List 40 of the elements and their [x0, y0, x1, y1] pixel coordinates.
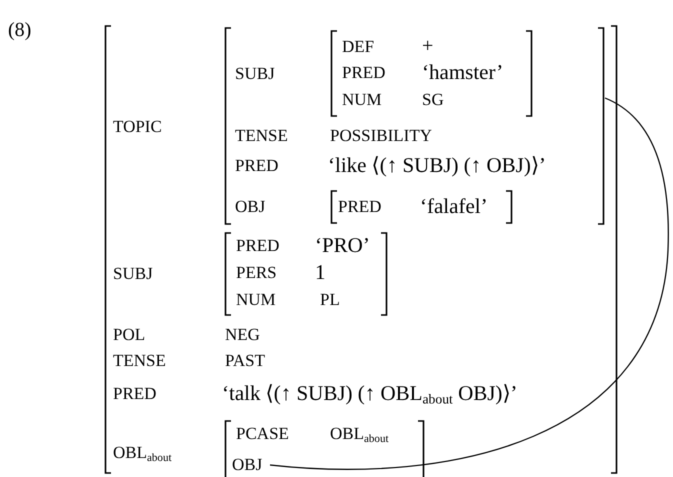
feature-value: ‘talk ⟨(↑ SUBJ) (↑ OBL$_{about}$ OBJ)⟩’ [222, 382, 518, 406]
attribute-value-matrix [330, 190, 513, 224]
feature-label: NUM [342, 90, 382, 108]
feature-label: PCASE [236, 424, 289, 442]
feature-value: 1 [315, 262, 326, 282]
feature-value: NEG [225, 326, 260, 342]
feature-label: OBL$_{about}$ [113, 444, 172, 464]
feature-value: SG [422, 90, 444, 108]
feature-label: POSSIBILITY [330, 126, 432, 144]
feature-label: TENSE [113, 352, 166, 368]
feature-label: PRED [113, 384, 156, 402]
feature-value: PAST [225, 352, 266, 368]
feature-label: ‘like ⟨(↑ SUBJ) (↑ OBJ)⟩’ [328, 154, 546, 176]
attribute-value-matrix [224, 232, 388, 316]
attribute-label: OBJ [232, 454, 268, 476]
feature-label: PRED [236, 236, 280, 254]
feature-value: PRED [235, 156, 278, 174]
feature-label: PRED [338, 198, 382, 214]
feature-label: SUBJ [235, 64, 275, 82]
attribute-value-matrix [330, 30, 533, 117]
feature-value: ‘falafel’ [420, 196, 488, 216]
feature-label: PRED [342, 64, 386, 80]
feature-value: SUBJ [113, 264, 153, 282]
structure-sharing-line [270, 97, 669, 470]
feature-label: PERS [236, 264, 277, 280]
feature-value: ‘PRO’ [315, 234, 370, 256]
feature-value: ‘hamster’ [422, 62, 504, 82]
feature-value: OBL$_{about}$ [330, 424, 389, 444]
feature-value: OBJ [235, 198, 266, 214]
attribute-value-matrix [224, 420, 425, 477]
feature-value: PL [320, 290, 340, 308]
feature-label: NUM [236, 290, 276, 308]
example-number: (8) [8, 20, 32, 40]
attribute-value-matrix [224, 27, 605, 225]
attribute-value-matrix [104, 25, 618, 474]
feature-label: TOPIC [113, 118, 162, 134]
feature-label: POL [113, 326, 146, 342]
feature-value: + [422, 36, 434, 56]
feature-label: DEF [342, 38, 374, 54]
feature-value: TENSE [235, 126, 288, 144]
